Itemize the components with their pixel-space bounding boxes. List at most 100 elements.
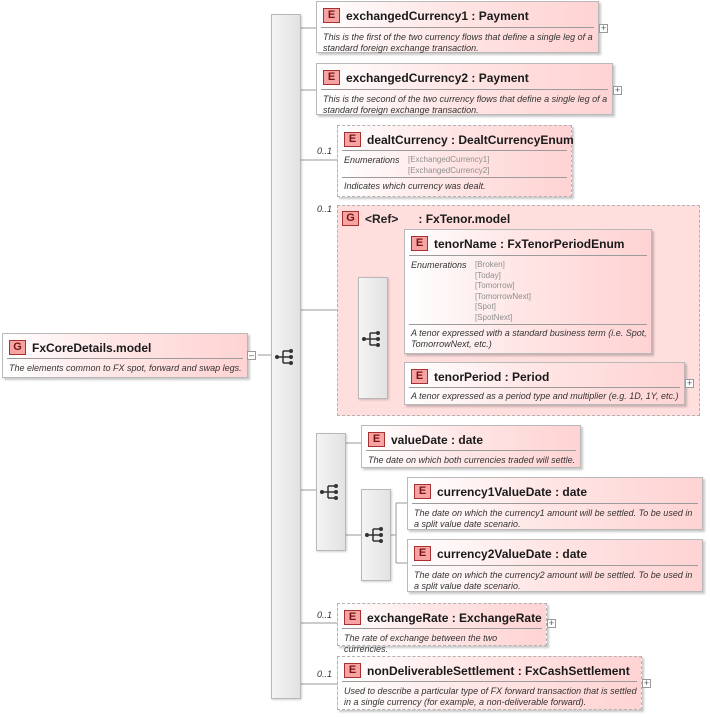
enum-value: [ExchangedCurrency1] bbox=[408, 155, 490, 164]
fx-tenor-sequence-compositor[interactable] bbox=[358, 277, 388, 399]
element-name: nonDeliverableSettlement : FxCashSettlem… bbox=[367, 663, 630, 678]
separator bbox=[342, 628, 542, 629]
enumeration-values: [Broken] [Today] [Tomorrow] [TomorrowNex… bbox=[475, 260, 531, 324]
element-badge-icon: E bbox=[323, 8, 340, 24]
sequence-compositor-icon bbox=[365, 527, 383, 543]
element-badge-icon: E bbox=[344, 132, 361, 148]
cardinality-label: 0..1 bbox=[317, 610, 333, 620]
element-badge-icon: E bbox=[323, 70, 340, 86]
expand-plus-icon[interactable]: + bbox=[547, 618, 556, 628]
element-name: valueDate : date bbox=[391, 432, 484, 447]
cardinality-label: 0..1 bbox=[317, 204, 333, 214]
element-badge-icon: E bbox=[368, 432, 385, 448]
main-sequence-compositor[interactable] bbox=[271, 14, 301, 699]
root-group-name: FxCoreDetails.model bbox=[32, 340, 152, 355]
separator bbox=[342, 177, 567, 178]
separator bbox=[409, 255, 647, 256]
expand-plus-icon[interactable]: + bbox=[613, 85, 622, 95]
separator bbox=[409, 324, 647, 325]
expand-plus-icon[interactable]: + bbox=[642, 678, 651, 688]
element-badge-icon: E bbox=[414, 546, 431, 562]
element-name: dealtCurrency : DealtCurrencyEnum bbox=[367, 132, 574, 147]
enum-value: [Today] bbox=[475, 270, 501, 280]
enum-value: [Broken] bbox=[475, 260, 505, 269]
element-badge-icon: E bbox=[411, 236, 428, 252]
cardinality-label: 0..1 bbox=[317, 669, 333, 679]
separator bbox=[342, 150, 567, 151]
element-name: tenorName : FxTenorPeriodEnum bbox=[434, 236, 625, 251]
root-group-header: G FxCoreDetails.model bbox=[9, 339, 151, 357]
separator bbox=[321, 27, 594, 28]
enumerations-label: Enumerations bbox=[411, 260, 467, 270]
element-name: currency1ValueDate : date bbox=[437, 484, 588, 499]
element-name: exchangedCurrency1 : Payment bbox=[346, 8, 529, 23]
separator bbox=[412, 565, 698, 566]
sequence-compositor-icon bbox=[320, 484, 338, 500]
enumerations-label: Enumerations bbox=[344, 155, 400, 165]
enum-value: [Spot] bbox=[475, 302, 496, 312]
group-name: : FxTenor.model bbox=[418, 211, 511, 226]
element-doc: A tenor expressed with a standard busine… bbox=[411, 328, 647, 349]
group-badge-icon: G bbox=[9, 340, 26, 356]
separator bbox=[321, 89, 608, 90]
element-name: currency2ValueDate : date bbox=[437, 546, 588, 561]
enum-value: [Tomorrow] bbox=[475, 281, 515, 291]
element-badge-icon: E bbox=[344, 610, 361, 626]
expand-minus-icon[interactable]: – bbox=[247, 350, 256, 360]
ref-label: <Ref> bbox=[365, 211, 399, 226]
element-badge-icon: E bbox=[414, 484, 431, 500]
element-doc: The rate of exchange between the two cur… bbox=[344, 633, 498, 654]
sequence-compositor-icon bbox=[362, 331, 380, 347]
value-date-choice-compositor[interactable] bbox=[316, 433, 346, 551]
element-badge-icon: E bbox=[411, 369, 428, 385]
split-value-date-sequence-compositor[interactable] bbox=[361, 489, 391, 581]
element-doc: This is the first of the two currency fl… bbox=[323, 32, 593, 53]
element-name: exchangeRate : ExchangeRate bbox=[367, 610, 542, 625]
element-doc: Indicates which currency was dealt. bbox=[344, 181, 486, 191]
element-doc: The date on which both currencies traded… bbox=[368, 455, 576, 465]
expand-plus-icon[interactable]: + bbox=[685, 378, 694, 388]
separator bbox=[342, 681, 637, 682]
root-group-doc: The elements common to FX spot, forward … bbox=[9, 363, 242, 373]
sequence-compositor-icon bbox=[275, 349, 293, 365]
enum-value: [TomorrowNext] bbox=[475, 291, 532, 301]
separator bbox=[409, 387, 680, 388]
element-doc: A tenor expressed as a period type and m… bbox=[411, 391, 679, 401]
element-name: exchangedCurrency2 : Payment bbox=[346, 70, 529, 85]
cardinality-label: 0..1 bbox=[317, 146, 333, 156]
element-doc: Used to describe a particular type of FX… bbox=[344, 686, 637, 707]
element-doc: This is the second of the two currency f… bbox=[323, 94, 608, 115]
expand-plus-icon[interactable]: + bbox=[599, 23, 608, 33]
element-name: tenorPeriod : Period bbox=[434, 369, 550, 384]
separator bbox=[412, 503, 698, 504]
group-header: G <Ref> : FxTenor.model bbox=[342, 210, 510, 228]
separator bbox=[366, 450, 576, 451]
enum-value: [SpotNext] bbox=[475, 312, 513, 322]
root-group-box[interactable]: G FxCoreDetails.model The elements common… bbox=[2, 333, 248, 378]
separator bbox=[7, 358, 243, 359]
element-doc: The date on which the currency2 amount w… bbox=[414, 570, 693, 591]
enumeration-values: [ExchangedCurrency1] [ExchangedCurrency2… bbox=[408, 155, 489, 176]
group-badge-icon: G bbox=[342, 211, 359, 227]
element-doc: The date on which the currency1 amount w… bbox=[414, 508, 693, 529]
